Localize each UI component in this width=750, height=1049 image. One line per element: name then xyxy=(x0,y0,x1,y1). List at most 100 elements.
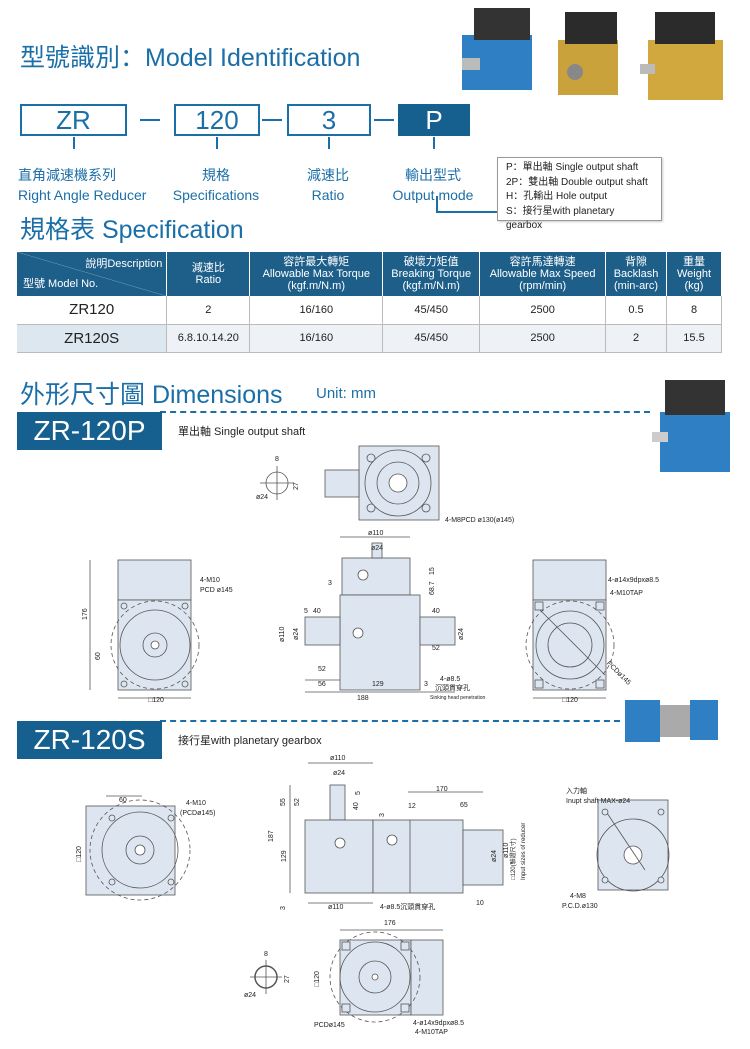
caption-zh: 減速比 xyxy=(307,167,349,183)
cell: 2500 xyxy=(479,324,607,353)
divider xyxy=(374,119,394,121)
connector xyxy=(328,137,330,149)
spec-title: 規格表 Specification xyxy=(20,216,244,244)
header-zh: 背隙 xyxy=(625,256,648,268)
dim-label: 4-M8PCD ø130(ø145) xyxy=(445,517,515,524)
page-title: 型號識別：Model Identification xyxy=(20,44,361,72)
dim-label: □120 xyxy=(148,697,164,704)
product-image-blue xyxy=(462,8,532,90)
drawing-front-view-120p xyxy=(89,559,200,699)
dim-label: (PCDø145) xyxy=(180,810,216,817)
divider xyxy=(262,119,282,121)
dim-label: 5 xyxy=(355,791,362,795)
drawing-input-view-120s xyxy=(596,799,670,892)
cell: 45/450 xyxy=(382,296,481,325)
dim-label: 3 xyxy=(379,813,386,817)
dim-label: 170 xyxy=(436,786,448,793)
header-en: Allowable Max Speed xyxy=(489,268,596,280)
dimensions-title: 外形尺寸圖 Dimensions xyxy=(20,381,283,409)
cell: 8 xyxy=(666,296,722,325)
dim-label: ø24 xyxy=(244,992,257,999)
dim-label: Inupt shaft MAX-ø24 xyxy=(566,798,631,805)
drawing-side-view-120p xyxy=(304,536,456,693)
dim-label: 56 xyxy=(318,681,326,688)
dim-label: 4-ø8.5 xyxy=(440,676,461,683)
drawing-output-view-120p xyxy=(525,559,615,699)
header-zh: 減速比 xyxy=(191,262,225,274)
header-corner: 說明Description 型號 Model No. xyxy=(17,252,168,296)
cell: 2500 xyxy=(479,296,607,325)
header-zh: 重量 xyxy=(683,256,705,268)
code-ratio-box: 3 xyxy=(287,104,371,136)
caption-zh: 輸出型式 xyxy=(405,167,461,183)
dim-label: 4-M10TAP xyxy=(415,1029,448,1036)
dim-label: ø24 xyxy=(371,545,384,552)
cell: 6.8.10.14.20 xyxy=(166,324,251,353)
cell: 16/160 xyxy=(249,324,384,353)
header-en: Allowable Max Torque xyxy=(262,268,370,280)
cell: 16/160 xyxy=(249,296,384,325)
header-en: Backlash xyxy=(613,268,659,280)
dim-label: 4-ø14x9dpxø8.5 xyxy=(608,577,659,584)
dim-label: 4-ø14x9dpxø8.5 xyxy=(413,1020,464,1027)
cell: 2 xyxy=(605,324,667,353)
dim-label: Sinking head penetration xyxy=(430,695,486,701)
code-spec-box: 120 xyxy=(174,104,260,136)
product-image-gold xyxy=(558,12,618,95)
drawing-shaft-key-120p xyxy=(260,466,294,500)
dim-label: □120(驗證尺寸) xyxy=(511,838,517,880)
dim-label: 176 xyxy=(384,920,396,927)
dim-label: 129 xyxy=(281,850,288,862)
dim-label: 40 xyxy=(353,802,360,810)
dim-label: 5 xyxy=(304,608,308,615)
dim-label: ø110 xyxy=(328,904,344,911)
header-unit: (rpm/min) xyxy=(519,280,567,292)
dim-label: ø110 xyxy=(330,755,346,762)
header-en: Weight xyxy=(676,268,712,280)
dim-label: 12 xyxy=(408,803,416,810)
header-zh: 破壞力矩值 xyxy=(403,256,459,268)
dim-label: 60 xyxy=(95,652,102,660)
dashed-divider xyxy=(160,720,620,722)
dim-label: P.C.D.ø130 xyxy=(562,903,598,910)
dim-label: 4-ø8.5沉頭貫穿孔 xyxy=(380,904,436,911)
header-unit: (min-arc) xyxy=(614,280,659,292)
dim-label: 3 xyxy=(424,681,428,688)
header-unit: (kgf.m/N.m) xyxy=(287,280,345,292)
drawing-shaft-key-120s xyxy=(250,960,282,994)
dim-label: 8 xyxy=(275,456,279,463)
caption-en: Output mode xyxy=(392,187,474,203)
drawing-top-view-120p xyxy=(324,445,440,521)
header-model: 型號 Model No. xyxy=(23,278,99,290)
dim-label: 8 xyxy=(264,951,268,958)
connector xyxy=(436,211,498,213)
dim-label: 40 xyxy=(313,608,321,615)
header-unit: (kgf.m/N.m) xyxy=(402,280,460,292)
dim-label: 沉頭貫穿孔 xyxy=(435,685,470,692)
dim-label: 3 xyxy=(328,580,332,587)
dim-label: 4-M10 xyxy=(186,800,206,807)
dim-label: ø110 xyxy=(279,626,286,642)
code-series-box: ZR xyxy=(20,104,127,136)
connector xyxy=(73,137,75,149)
banner-zr120s: ZR-120S xyxy=(17,721,162,759)
unit-label: Unit: mm xyxy=(316,385,376,402)
caption-zh: 直角減速機系列 xyxy=(18,167,116,183)
cell: 45/450 xyxy=(382,324,481,353)
dim-label: 65 xyxy=(460,802,468,809)
dim-label: 4-M10 xyxy=(200,577,220,584)
header-unit: (kg) xyxy=(684,280,704,292)
header-description: 說明Description xyxy=(85,258,163,270)
legend-item: S：接行星with planetary gearbox xyxy=(506,205,615,232)
